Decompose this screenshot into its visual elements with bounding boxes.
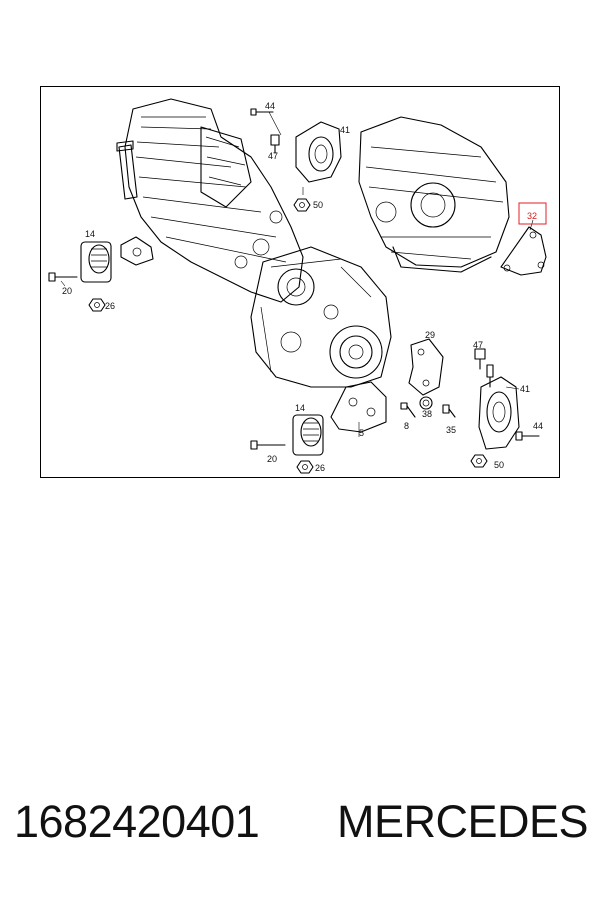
engine-mount-14-left [80, 236, 154, 283]
callout-32: 32 [527, 211, 537, 221]
callout-26-lower: 26 [315, 463, 325, 473]
washer-38 [419, 396, 433, 410]
bolt-20-lower [250, 440, 286, 450]
part-number: 1682420401 [14, 796, 260, 847]
callout-41-upper: 41 [340, 125, 350, 135]
exploded-view-drawing: 44 41 47 50 32 14 20 26 29 47 41 38 8 35… [48, 98, 547, 474]
product-caption: 1682420401 MERCEDES [0, 796, 600, 866]
callout-26-left: 26 [105, 301, 115, 311]
callout-29: 29 [425, 330, 435, 340]
callout-8: 8 [404, 421, 409, 431]
nut-26-left [88, 298, 106, 312]
transmission-housing [358, 116, 510, 273]
bolt-44-lower [515, 431, 540, 441]
bolt-47-upper [270, 134, 280, 154]
bolt-35 [442, 404, 456, 418]
callout-14-lower: 14 [295, 403, 305, 413]
brand-name: MERCEDES [337, 796, 589, 847]
callout-47-upper: 47 [268, 151, 278, 161]
parts-diagram: 44 41 47 50 32 14 20 26 29 47 41 38 8 35… [40, 86, 560, 478]
bracket-32 [500, 219, 547, 276]
bolt-8 [400, 402, 416, 418]
callout-50-upper: 50 [313, 200, 323, 210]
engine-mount-14-lower [292, 414, 324, 456]
bolt-20-left [48, 272, 78, 287]
engine-block [116, 98, 304, 303]
nut-26-lower [296, 460, 314, 474]
bracket-5 [330, 381, 387, 437]
callout-14-left: 14 [85, 229, 95, 239]
callout-38: 38 [422, 409, 432, 419]
callout-20-lower: 20 [267, 454, 277, 464]
callout-20-left: 20 [62, 286, 72, 296]
callout-44-upper: 44 [265, 101, 275, 111]
nut-50-upper [293, 198, 311, 212]
bracket-29 [408, 338, 444, 396]
nut-50-lower [470, 454, 488, 468]
highlight-box [518, 202, 547, 225]
timing-case [250, 246, 392, 388]
engine-mount-41-lower [478, 364, 520, 450]
callout-47-lower: 47 [473, 340, 483, 350]
callout-44-lower: 44 [533, 421, 543, 431]
bolt-47-lower [474, 348, 486, 370]
engine-mount-41-upper [295, 121, 342, 195]
callout-5: 5 [359, 428, 364, 438]
callout-41-lower: 41 [520, 384, 530, 394]
callout-35: 35 [446, 425, 456, 435]
callout-50-lower: 50 [494, 460, 504, 470]
bolt-44-upper [250, 108, 282, 136]
